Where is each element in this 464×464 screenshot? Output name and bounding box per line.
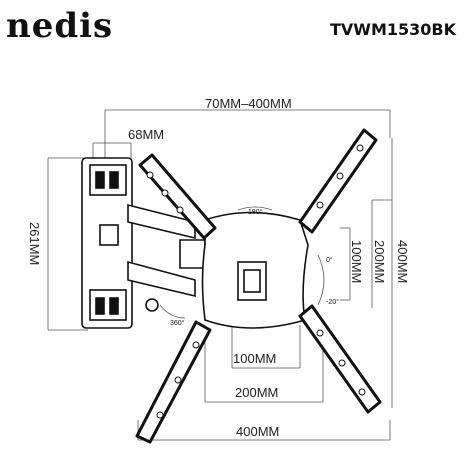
dim-vesa-v-large: 400MM [395,240,410,283]
dim-vesa-h-large: 400MM [236,424,279,439]
dim-top-range: 70MM–400MM [205,96,292,111]
angle-tilt-down: -20° [326,298,339,306]
angle-tilt-up: 0° [326,256,333,264]
model-code: TVWM1530BK [330,20,456,39]
dimension-lines [47,109,393,441]
wall-plate [81,157,133,329]
dim-vesa-h-mid: 200MM [235,385,278,400]
dim-arm-width: 68MM [128,127,164,142]
x-bracket-slots [146,144,366,419]
swing-arms [127,203,206,312]
angle-rotation: 180° [248,208,263,216]
dim-vesa-v-mid: 200MM [372,240,387,283]
rotation-indicator [159,206,273,319]
vesa-center-plate [201,211,309,329]
dim-vesa-h-small: 100MM [233,351,276,366]
dim-vesa-v-small: 100MM [349,240,364,283]
tilt-indicator [317,254,325,306]
angle-swivel: 360° [170,319,185,327]
dim-wall-plate-height: 261MM [27,222,42,265]
brand-logo: nedis [6,6,114,46]
